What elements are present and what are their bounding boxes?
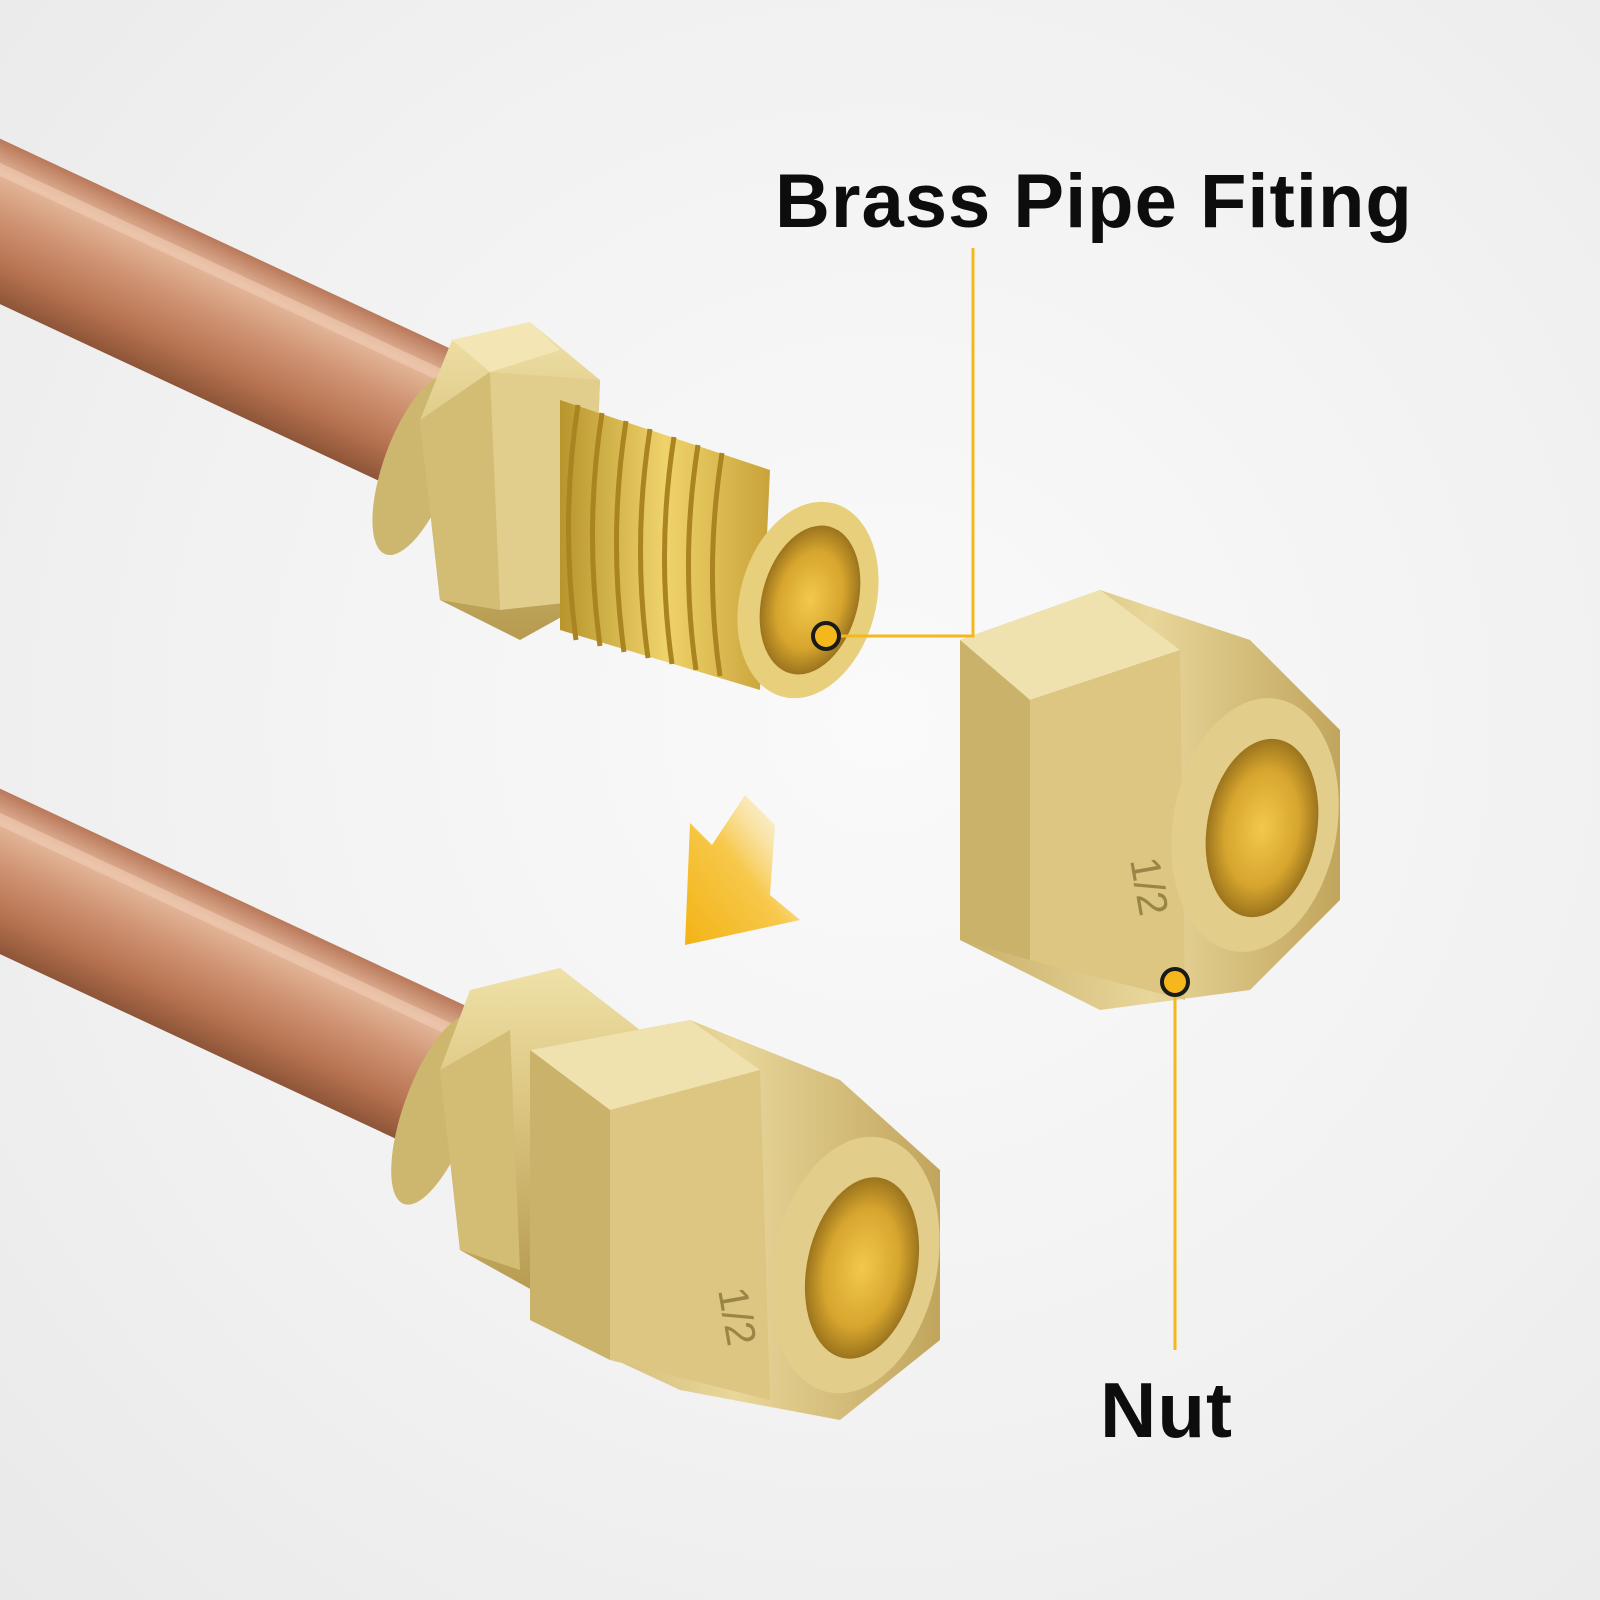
upper-copper-pipe xyxy=(0,120,468,493)
arrow-down-left-icon xyxy=(685,795,800,945)
brass-pipe-fitting-label: Brass Pipe Fiting xyxy=(775,159,1413,244)
nut-callout-line xyxy=(1160,967,1190,1350)
nut-size-marking-assembled: 1/2 xyxy=(709,1283,765,1349)
nut-label: Nut xyxy=(1100,1366,1233,1454)
loose-nut: 1/2 xyxy=(960,590,1340,1010)
brass-pipe-fitting xyxy=(372,322,879,699)
assembled-fitting-with-nut: 1/2 xyxy=(391,968,940,1420)
nut-size-marking-loose: 1/2 xyxy=(1121,853,1177,919)
fitting-callout-line xyxy=(811,248,975,651)
lower-copper-pipe xyxy=(0,770,468,1143)
